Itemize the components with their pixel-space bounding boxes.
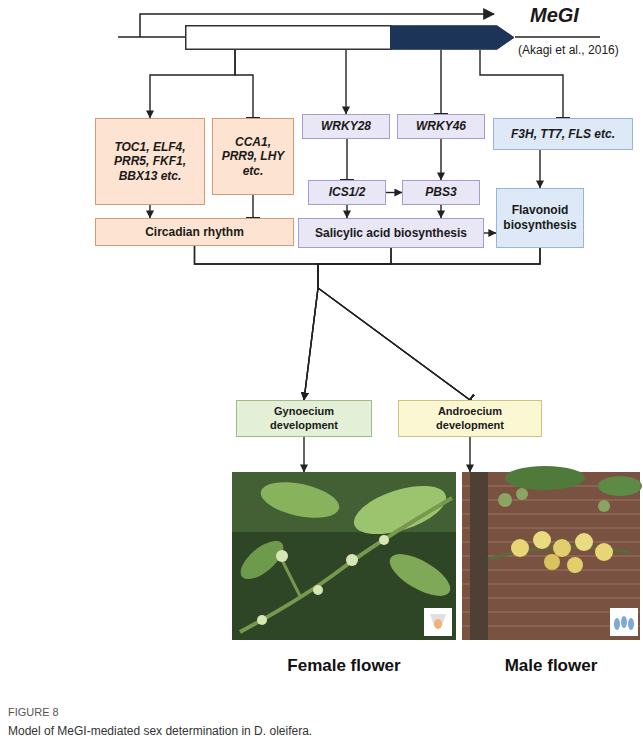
process-box: Gynoecium development [236,400,372,437]
inhibition-connector [318,248,470,400]
inset-icon [614,618,620,630]
process-box: Salicylic acid biosynthesis [298,218,484,248]
flower [379,535,389,545]
bud [516,488,528,500]
node-text: Circadian rhythm [145,225,244,240]
node-text: TOC1, ELF4, PRR5, FKF1, BBX13 etc. [100,140,200,184]
activation-connector [304,248,540,400]
process-box: CCA1, PRR9, LHY etc. [212,118,294,195]
flower [553,539,571,557]
node-text: Flavonoid biosynthesis [501,203,579,232]
inset-icon [621,616,627,628]
activation-connector [149,205,150,218]
inhibition-connector [440,50,441,114]
leaf [348,476,452,544]
inhibition-connector [318,248,540,400]
activation-connector [386,192,402,193]
activation-connector [440,139,441,180]
gene-structure: MeGI [185,25,515,50]
leaf [234,534,289,586]
brick-mortar [462,486,640,626]
flower-photo: Female flower [232,472,456,684]
photo-title: Male flower [462,656,640,677]
inset-icon [610,608,638,636]
process-box: PBS3 [402,180,480,205]
figure-number: FIGURE 8 [8,706,59,718]
process-box: WRKY28 [302,114,390,139]
inhibition-connector [480,50,563,118]
flower [276,550,288,562]
node-text: Gynoecium development [241,405,367,432]
process-box: Androecium development [398,400,542,437]
activation-connector [539,150,540,188]
photo-ground [462,472,640,640]
flower [346,554,358,566]
leaf [598,476,642,496]
gene-name: MeGI [530,3,579,27]
leaf [505,466,585,490]
node-text: Androecium development [403,405,537,432]
branch [240,498,452,632]
gene-utr [186,26,391,50]
process-box: Flavonoid biosynthesis [496,188,584,248]
dna-line [118,36,185,38]
flower [257,615,267,625]
inset-icon [434,619,442,629]
gene-shape [185,25,515,50]
activation-connector [469,437,470,472]
node-text: WRKY46 [416,119,466,134]
activation-connector [484,232,496,233]
flower [575,533,593,551]
photo-ground [232,472,456,640]
photo-title: Female flower [232,656,456,677]
inhibition-connector [346,139,347,180]
node-text: Salicylic acid biosynthesis [315,226,467,241]
flower [313,585,323,595]
tree-trunk [470,472,488,640]
inhibition-connector [235,50,253,118]
flower-photo: Male flower [462,472,640,684]
citation: (Akagi et al., 2016) [518,43,619,57]
activation-connector [150,50,235,118]
activation-connector [304,248,391,400]
leaf [258,476,343,524]
leaf [384,546,457,604]
flower [567,557,583,573]
node-text: F3H, TT7, FLS etc. [511,127,615,142]
inhibition-connector [195,246,471,400]
branch [282,560,300,596]
activation-connector [345,50,346,114]
flower [511,539,529,557]
process-box: F3H, TT7, FLS etc. [493,118,633,150]
flower [595,543,613,561]
activation-connector [195,246,319,400]
node-text: CCA1, PRR9, LHY etc. [217,135,289,179]
figure-caption: Model of MeGI-mediated sex determination… [8,724,312,738]
node-text: WRKY28 [321,119,371,134]
activation-connector [303,437,304,472]
flower [544,554,560,570]
process-box: WRKY46 [397,114,485,139]
process-box: TOC1, ELF4, PRR5, FKF1, BBX13 etc. [95,118,205,205]
gene-exon [391,26,514,50]
bud [498,493,512,507]
process-box: Circadian rhythm [95,218,294,246]
process-box: ICS1/2 [308,180,386,205]
node-text: PBS3 [425,185,456,200]
inhibition-connector [252,195,253,218]
activation-connector [346,205,347,218]
dna-line [515,36,600,38]
bud [598,500,610,512]
node-text: ICS1/2 [329,185,366,200]
inset-icon [628,618,634,630]
activation-connector [440,205,441,218]
flower [533,531,551,549]
inset-icon [424,608,452,636]
